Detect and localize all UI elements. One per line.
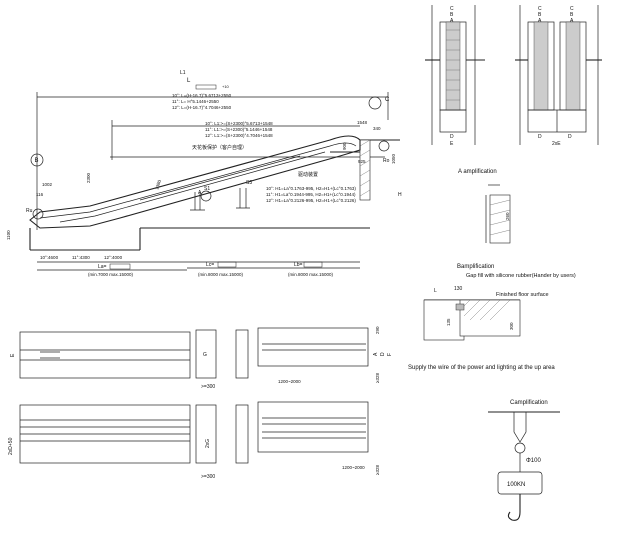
amp-C-title: Camplification (510, 400, 548, 406)
sec1-D: D (450, 134, 454, 140)
plan-view-single-top: 1200~2000 ≥328 290 A D F (257, 326, 393, 384)
dim-925: 925 (358, 159, 366, 164)
dim-2300: 2300 (86, 172, 91, 183)
callout-A-main: A (198, 190, 202, 196)
sec2-B1: B (538, 12, 542, 18)
label-Ro: Ro (383, 158, 390, 164)
formula-H1-10: 10°: H1=La°0.1763-995, H2=H1+(Lc°0.1763) (266, 186, 356, 191)
supply-note: Supply the wire of the power and lightin… (408, 365, 555, 371)
label-ceiling-protection: 天花板保护（客户自理） (192, 144, 247, 151)
amplification-C: Camplification Φ100 100KN (488, 400, 560, 521)
plan-F: F (387, 353, 393, 356)
amp-B-135: 135 (446, 318, 451, 326)
dim-L1-label: L1 (180, 70, 186, 76)
section-view-single: C B A D E (425, 5, 485, 147)
plan-G: G (203, 352, 207, 358)
sec1-C: C (450, 6, 454, 12)
sec1-E: E (450, 141, 454, 147)
minmax-Lb: (min.8000 max.15000) (288, 272, 334, 277)
dim-1002: 1002 (42, 182, 53, 187)
sec2-2xE: 2xE (552, 141, 561, 147)
dim-4300: 11°:4300 (72, 255, 90, 260)
amp-B-130: 130 (454, 286, 463, 292)
plan-2xD: 2xD+50 (8, 437, 14, 455)
dim-4600: 10°:4600 (40, 255, 59, 260)
plan-2xG: 2xG (205, 439, 211, 448)
sec2-B2: B (570, 12, 574, 18)
dim-1100: 1100 (6, 230, 11, 240)
dim-1050: 1050 (391, 153, 396, 164)
formula-L-12: 12°: L=(H-16.7)°4.7046+2550 (172, 105, 232, 110)
plan-A: A (373, 352, 379, 356)
plan-view-single-bottom: G E >=300 (10, 329, 249, 390)
minmax-Lc: (min.8000 max.15000) (198, 272, 244, 277)
amplification-B: Bamplification Gap fill with silicone ru… (423, 264, 576, 341)
amp-B-note2: Finished floor surface (496, 292, 549, 298)
dim-340: 340 (373, 126, 381, 131)
dim-Lb: Lb= (294, 262, 303, 268)
section-view-double: C B A C B A D D 2xE (515, 5, 602, 147)
formula-L-11: 11°: L= H°5.1446+2550 (172, 99, 219, 104)
plan-1200-a: 1200~2000 (278, 379, 301, 384)
sec2-A1: A (538, 18, 542, 24)
amp-A-dim: 260 (505, 212, 510, 220)
plan-290: 290 (375, 326, 380, 334)
dim-900: 900 (342, 142, 347, 150)
plan-ge300-a: >=300 (201, 384, 215, 390)
sec1-B: B (450, 12, 454, 18)
dim-116: 116 (36, 192, 44, 197)
amp-B-L: L (434, 288, 437, 294)
label-drive-unit: 驱动装置 (298, 171, 318, 178)
amp-C-phi: Φ100 (526, 458, 541, 464)
formula-L-10: 10°: L=(H-16.7)°5.6713+2550 (172, 93, 232, 98)
plan-D: D (380, 352, 386, 356)
formula-L1-10: 10°: L1:>=(S+2300)°5.6713+1548 (205, 121, 273, 126)
sec2-C1: C (538, 6, 542, 12)
callout-C-main: C (385, 97, 390, 103)
plan-ge300-b: >=300 (201, 474, 215, 480)
dim-4000: 12°:4000 (104, 255, 123, 260)
amplification-A: A amplification 260 (458, 169, 511, 244)
sec2-C2: C (570, 6, 574, 12)
sec1-A: A (450, 18, 454, 24)
formula-H1-11: 11°: H1=La°0.1944-995, H2=H1+(Lc°0.1944) (266, 192, 356, 197)
callout-B-main: B (35, 158, 39, 164)
sec2-A2: A (570, 18, 574, 24)
formula-H1-12: 12°: H1=La°0.2126-995, H2=H1+(Lc°0.2126) (266, 198, 356, 203)
plan-ge328-b: ≥328 (375, 465, 380, 475)
label-S1: S1 (204, 186, 210, 192)
plan-ge328-a: ≥328 (375, 373, 380, 383)
dim-H: H (398, 192, 402, 198)
plan-E: E (10, 353, 16, 357)
label-S3: S3 (246, 180, 252, 186)
amp-C-load: 100KN (507, 482, 525, 488)
plan-1200-b: 1200~2000 (342, 465, 365, 470)
amp-A-title: A amplification (458, 169, 497, 175)
minmax-La: (min.7000 max.15000) (88, 272, 134, 277)
dim-1548: 1548 (357, 120, 368, 125)
dim-Lc: Lc= (206, 262, 214, 268)
formula-L1-11: 11°: L1:>=(S+2300)°5.1446+1548 (205, 127, 273, 132)
main-side-view: L +10 10°: L=(H-16.7)°5.6713+2550 11°: L… (6, 70, 402, 277)
dim-L: L (187, 78, 191, 84)
plan-view-double-top: 1200~2000 ≥328 (257, 401, 380, 475)
amp-B-note1: Gap fill with silicone rubber(Hander by … (466, 273, 576, 279)
formula-L1-12: 12°: L1:>=(S+2300)°4.7046+1548 (205, 133, 273, 138)
dim-La: La= (98, 264, 107, 270)
label-Ru: Ru (26, 208, 33, 214)
plan-view-double-bottom: 2xG 2xD+50 >=300 (8, 404, 249, 480)
amp-B-300: 300 (509, 322, 514, 330)
sec2-D2: D (568, 134, 572, 140)
sec2-D1: D (538, 134, 542, 140)
amp-B-title: Bamplification (457, 264, 494, 270)
dim-L-tol: +10 (222, 84, 230, 89)
dim-1380: 1380 (154, 179, 162, 191)
